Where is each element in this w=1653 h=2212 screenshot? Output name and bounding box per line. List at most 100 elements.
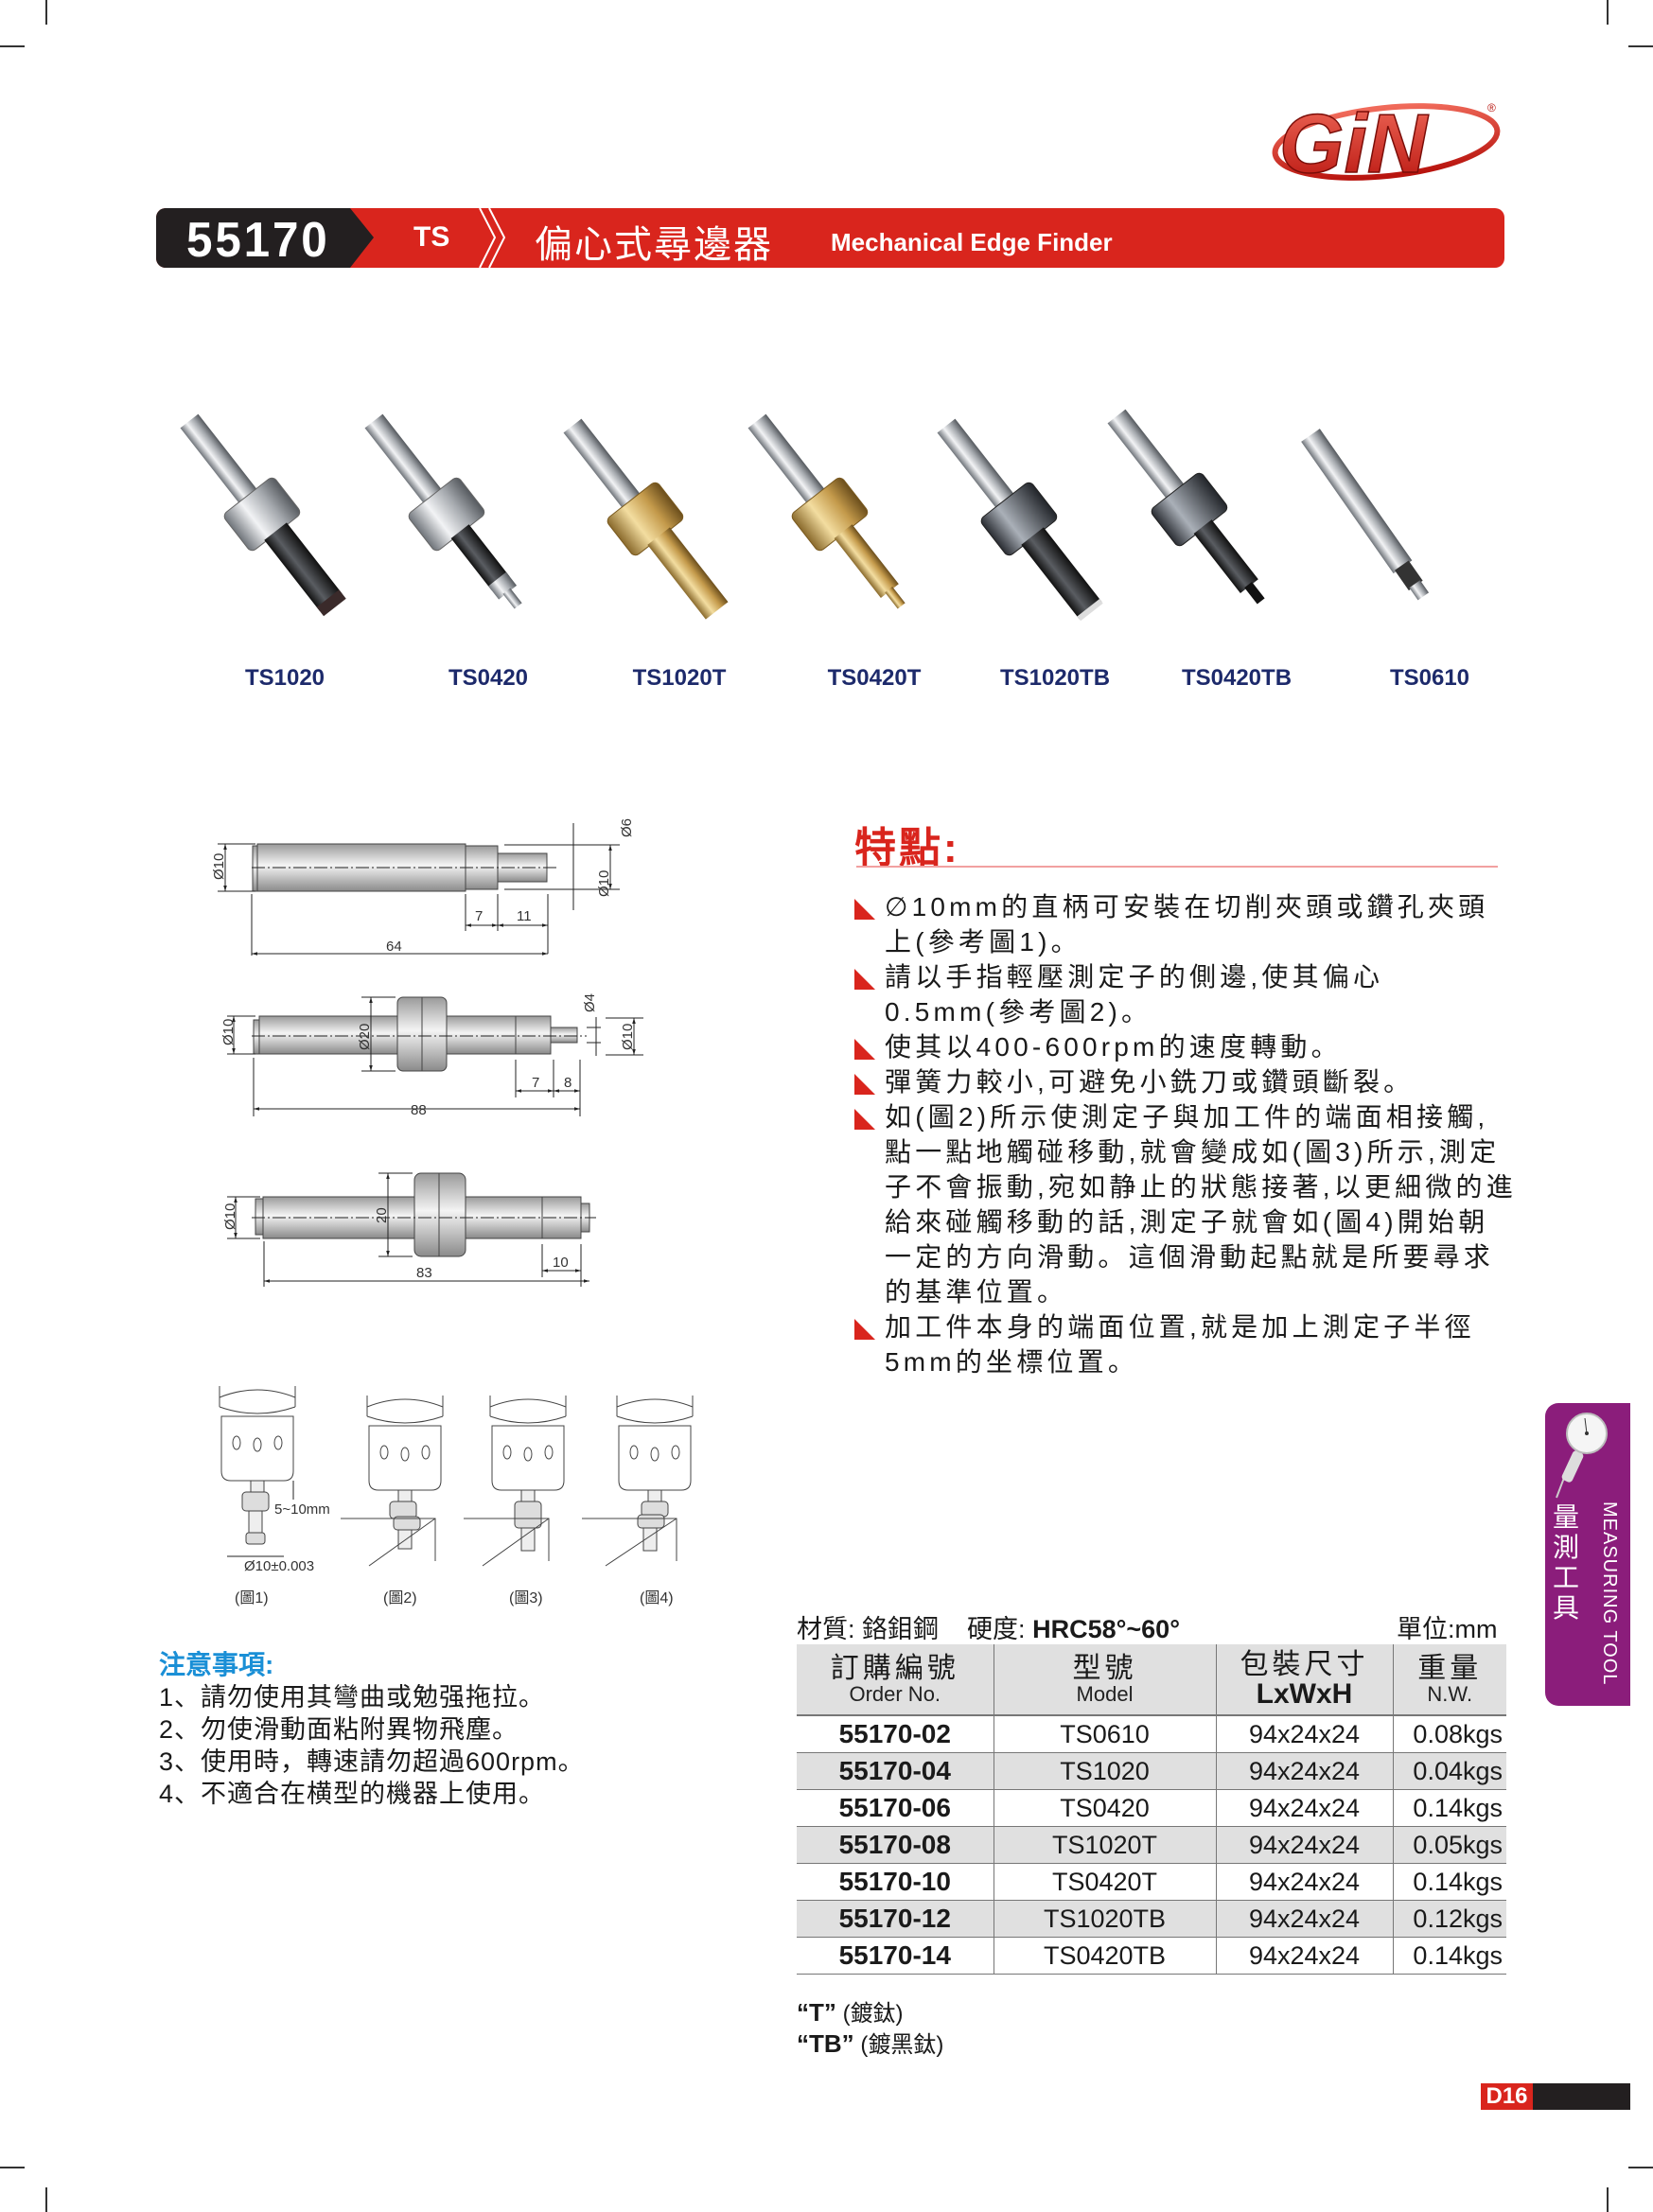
triangle-bullet-icon (854, 1039, 875, 1060)
cell-weight: 0.14kgs (1392, 1863, 1506, 1901)
cell-package-size: 94x24x24 (1215, 1752, 1393, 1790)
product-label: TS0420TB (1181, 665, 1293, 691)
dim-label: Ø10 (620, 1024, 636, 1050)
cell-model: TS0420TB (993, 1937, 1216, 1975)
crop-mark (45, 0, 47, 25)
drawing-ts1020 (253, 996, 578, 1072)
product-image-ts0420t (730, 400, 927, 626)
feature-item: 加工件本身的端面位置,就是加上測定子半徑5mm的坐標位置。 (854, 1309, 1517, 1379)
product-label: TS1020 (244, 665, 325, 691)
note-item: 1、請勿使用其彎曲或勉强拖拉。 (159, 1683, 546, 1712)
features-list: ∅10mm的直柄可安裝在切削夾頭或鑽孔夾頭上(參考圖1)。 請以手指輕壓測定子的… (854, 889, 1517, 1379)
dim-label: Ø10 (222, 1203, 238, 1230)
features-title: 特點: (854, 825, 960, 871)
tab-label-en: MEASURING TOOL (1599, 1501, 1620, 1686)
crop-mark (45, 2187, 47, 2212)
dim-label: Ø6 (619, 818, 635, 837)
feature-text: 使其以400-600rpm的速度轉動。 (885, 1032, 1342, 1062)
spec-line: 材質: 鉻鉬鋼 硬度: HRC58°~60° (797, 1608, 1180, 1645)
note-item: 3、使用時，轉速請勿超過600rpm。 (159, 1747, 585, 1776)
dim-label: 7 (532, 1075, 539, 1091)
product-image-ts1020tb (920, 405, 1118, 633)
usage-figures: 5~10mm Ø10±0.003 (219, 1385, 694, 1574)
figure-caption: (圖2) (383, 1590, 417, 1606)
crop-mark (0, 45, 25, 47)
drawing-ts0420 (255, 1172, 590, 1257)
header-en: Model (1076, 1682, 1134, 1707)
section-tab: 量測工具 MEASURING TOOL (1545, 1403, 1630, 1706)
feature-item: 如(圖2)所示使測定子與加工件的端面相接觸,點一點地觸碰移動,就會變成如(圖3)… (854, 1099, 1517, 1309)
cell-package-size: 94x24x24 (1215, 1826, 1393, 1864)
cell-weight: 0.05kgs (1392, 1826, 1506, 1864)
cell-order-no: 55170-14 (797, 1937, 994, 1975)
figure-caption: (圖4) (640, 1590, 674, 1606)
footnote-code: “TB” (797, 2029, 854, 2058)
dim-label: 64 (386, 939, 402, 955)
cell-order-no: 55170-04 (797, 1752, 994, 1790)
dim-label: Ø10 (211, 853, 227, 880)
header-cn: 型號 (1072, 1652, 1137, 1684)
svg-text:GiN: GiN (1279, 97, 1430, 189)
dial-indicator-icon (1556, 1413, 1608, 1499)
feature-text: 如(圖2)所示使測定子與加工件的端面相接觸,點一點地觸碰移動,就會變成如(圖3)… (885, 1102, 1517, 1307)
product-label: TS0610 (1389, 665, 1470, 691)
cell-model: TS1020 (993, 1752, 1216, 1790)
header-cn: 包裝尺寸 (1240, 1648, 1369, 1680)
crop-mark (1607, 0, 1609, 25)
header-en: N.W. (1427, 1682, 1473, 1707)
title-chinese: 偏心式尋邊器 (535, 224, 773, 266)
note-item: 4、不適合在横型的機器上使用。 (159, 1780, 546, 1808)
header-cn: 重量 (1417, 1652, 1483, 1684)
feature-item: 請以手指輕壓測定子的側邊,使其偏心0.5mm(參考圖2)。 (854, 959, 1517, 1029)
footnote-desc: (鍍鈦) (842, 2001, 904, 2027)
cell-weight: 0.04kgs (1392, 1752, 1506, 1790)
footnote-code: “T” (797, 1998, 836, 2027)
cell-model: TS0420 (993, 1789, 1216, 1827)
svg-text:®: ® (1487, 101, 1496, 114)
cell-weight: 0.12kgs (1392, 1900, 1506, 1938)
cell-package-size: 94x24x24 (1215, 1937, 1393, 1975)
footnote: “T” (鍍鈦) (797, 1994, 904, 2028)
triangle-bullet-icon (854, 1319, 875, 1340)
product-label: TS0420 (448, 665, 529, 691)
product-image-ts0420 (347, 400, 544, 626)
hardness-label: 硬度: (967, 1615, 1026, 1643)
dim-label: Ø20 (357, 1024, 373, 1050)
series-label: TS (413, 221, 450, 253)
cell-order-no: 55170-06 (797, 1789, 994, 1827)
cell-model: TS1020TB (993, 1900, 1216, 1938)
product-image-ts1020t (546, 405, 743, 631)
page-number: D16 (1481, 2083, 1533, 2110)
features-divider (856, 866, 1498, 868)
title-english: Mechanical Edge Finder (831, 228, 1113, 256)
triangle-bullet-icon (854, 1074, 875, 1095)
dim-label: 88 (411, 1102, 427, 1118)
cell-order-no: 55170-02 (797, 1715, 994, 1753)
title-banner: 55170 TS 偏心式尋邊器 Mechanical Edge Finder (156, 208, 1504, 268)
hardness-value: HRC58°~60° (1032, 1615, 1181, 1643)
product-label: TS0420T (827, 665, 922, 691)
cell-model: TS1020T (993, 1826, 1216, 1864)
feature-text: 彈簧力較小,可避免小銑刀或鑽頭斷裂。 (885, 1067, 1415, 1097)
dim-label: 7 (475, 908, 483, 924)
header-en: Order No. (849, 1682, 941, 1707)
tab-label-cn: 量測工具 (1553, 1502, 1580, 1623)
cell-package-size: 94x24x24 (1215, 1900, 1393, 1938)
crop-mark (0, 2167, 25, 2168)
gin-logo: GiN ® (1272, 96, 1501, 189)
figure-caption: (圖3) (509, 1590, 543, 1606)
feature-text: 加工件本身的端面位置,就是加上測定子半徑5mm的坐標位置。 (885, 1312, 1475, 1377)
cell-weight: 0.14kgs (1392, 1789, 1506, 1827)
triangle-bullet-icon (854, 1109, 875, 1130)
product-image-ts0420tb (1090, 397, 1287, 622)
feature-item: 彈簧力較小,可避免小銑刀或鑽頭斷裂。 (854, 1064, 1517, 1099)
crop-mark (1628, 45, 1653, 47)
product-label: TS1020T (632, 665, 727, 691)
crop-mark (1607, 2187, 1609, 2212)
